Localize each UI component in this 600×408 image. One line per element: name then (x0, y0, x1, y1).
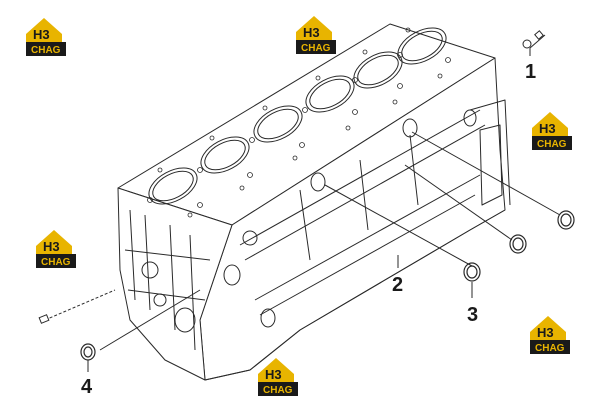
brand-logo: H3 CHAG (292, 12, 340, 58)
logo-word: CHAG (41, 257, 71, 268)
logo-word: CHAG (263, 385, 293, 396)
cylinder-bore-1 (148, 167, 198, 205)
oil-gallery-rail (239, 109, 481, 246)
logo-mark: H3 (33, 27, 50, 42)
callout-3: 3 (467, 304, 479, 326)
brand-logo: H3 CHAG (254, 354, 302, 400)
logo-mark: H3 (537, 325, 554, 340)
logo-word: CHAG (301, 43, 331, 54)
leader-lines (87, 48, 561, 372)
logo-word: CHAG (31, 45, 61, 56)
logo-word: CHAG (535, 343, 565, 354)
cylinder-bore-3 (253, 105, 303, 143)
brand-logo: H3 CHAG (22, 14, 70, 60)
callout-4: 4 (81, 376, 93, 398)
brand-logo: H3 CHAG (32, 226, 80, 272)
logo-mark: H3 (539, 121, 556, 136)
side-port-2 (402, 118, 418, 138)
callout-2: 2 (392, 274, 404, 296)
logo-word: CHAG (537, 139, 567, 150)
front-stud (38, 289, 116, 324)
logo-house-icon (258, 358, 294, 382)
block-bottom-flange (204, 209, 506, 381)
side-port-1 (310, 172, 326, 192)
callout-1: 1 (525, 61, 537, 83)
logo-house-icon (532, 112, 568, 136)
logo-house-icon (530, 316, 566, 340)
part-plug-1 (522, 30, 546, 49)
brand-logo: H3 CHAG (528, 108, 576, 154)
logo-house-icon (296, 16, 332, 40)
deck-bolt-holes (147, 27, 451, 218)
cylinder-bore-6 (397, 27, 447, 65)
logo-house-icon (26, 18, 62, 42)
part-plug-rings (80, 210, 575, 361)
logo-mark: H3 (303, 25, 320, 40)
brand-logo: H3 CHAG (526, 312, 574, 358)
logo-house-icon (36, 230, 72, 254)
cylinder-bore-2 (200, 136, 250, 174)
logo-mark: H3 (265, 367, 282, 382)
logo-mark: H3 (43, 239, 60, 254)
